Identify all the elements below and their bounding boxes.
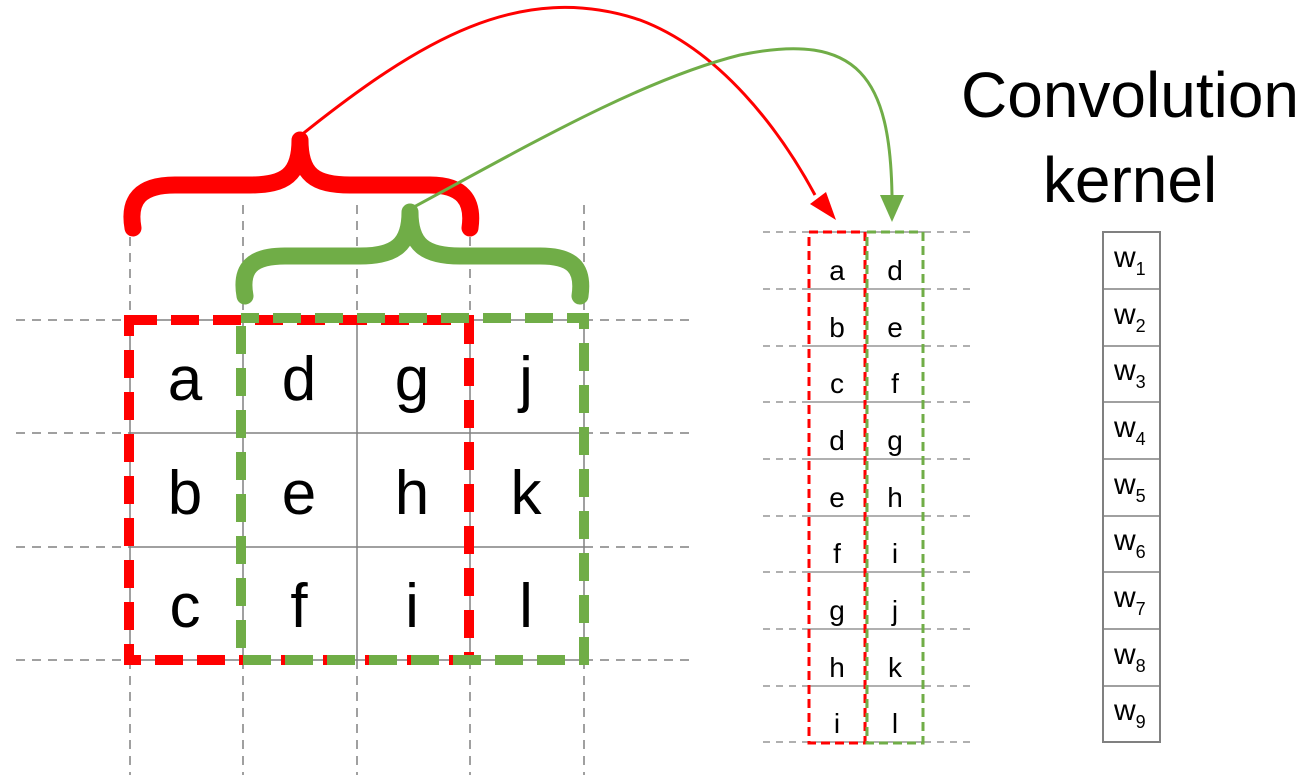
- title-line-1: Convolution: [961, 59, 1299, 131]
- kernel-weight-4: w4: [1113, 411, 1146, 449]
- unrolled-second-2: f: [891, 368, 899, 399]
- grid-cell-e: e: [282, 459, 316, 528]
- unrolled-first-4: e: [829, 482, 845, 513]
- kernel-column: w1 w2 w3 w4 w5 w6 w7 w8 w9: [1102, 231, 1161, 743]
- unrolled-second-8: l: [892, 708, 898, 739]
- unrolled-first-6: g: [829, 595, 845, 626]
- green-unrolled-column: [865, 230, 925, 745]
- grid-cell-a: a: [168, 345, 203, 414]
- grid-cell-i: i: [405, 572, 419, 641]
- kernel-border: [1102, 231, 1161, 743]
- green-arrow: [411, 47, 894, 210]
- unrolled-second-4: h: [887, 482, 903, 513]
- grid-cell-l: l: [519, 572, 533, 641]
- title-line-2: kernel: [1043, 144, 1217, 216]
- red-arrow: [299, 5, 817, 196]
- kernel-weight-8: w8: [1113, 638, 1146, 676]
- red-unrolled-column: [807, 230, 867, 745]
- grid-cell-f: f: [290, 572, 308, 641]
- green-brace: [235, 203, 590, 305]
- kernel-weight-7: w7: [1113, 581, 1146, 619]
- unrolled-first-2: c: [830, 368, 844, 399]
- unrolled-first-5: f: [833, 538, 841, 569]
- kernel-weight-2: w2: [1113, 298, 1146, 336]
- kernel-dividers: [1103, 288, 1160, 687]
- unrolled-second-column-letters: d e f g h i j k l: [887, 255, 903, 739]
- unrolled-second-7: k: [888, 652, 903, 683]
- unrolled-second-6: j: [891, 595, 898, 626]
- grid-cell-d: d: [282, 345, 316, 414]
- unrolled-second-0: d: [887, 255, 903, 286]
- grid-cell-h: h: [395, 459, 429, 528]
- grid-cell-b: b: [168, 459, 202, 528]
- red-arrowhead: [810, 192, 836, 220]
- grid-cell-c: c: [170, 572, 201, 641]
- unrolled-second-5: i: [892, 538, 898, 569]
- unrolled-second-1: e: [887, 312, 903, 343]
- unrolled-first-0: a: [829, 255, 845, 286]
- unrolled-first-1: b: [829, 312, 845, 343]
- unrolled-first-column-letters: a b c d e f g h i: [829, 255, 845, 739]
- kernel-weight-1: w1: [1113, 241, 1146, 279]
- kernel-weight-3: w3: [1113, 354, 1146, 392]
- grid-cell-k: k: [511, 459, 543, 528]
- input-grid-letters: a b c d e f g h i j k l: [168, 345, 543, 641]
- green-patch-window: [236, 313, 589, 665]
- green-arrowhead: [880, 195, 904, 222]
- kernel-weight-5: w5: [1113, 468, 1146, 506]
- unrolled-first-8: i: [834, 708, 840, 739]
- unrolled-first-3: d: [829, 425, 845, 456]
- kernel-weight-9: w9: [1113, 694, 1146, 732]
- unrolled-second-3: g: [887, 425, 903, 456]
- grid-cell-j: j: [517, 345, 533, 414]
- grid-cell-g: g: [395, 345, 429, 414]
- kernel-weight-6: w6: [1113, 524, 1146, 562]
- unrolled-first-7: h: [829, 652, 845, 683]
- red-brace: [123, 131, 480, 237]
